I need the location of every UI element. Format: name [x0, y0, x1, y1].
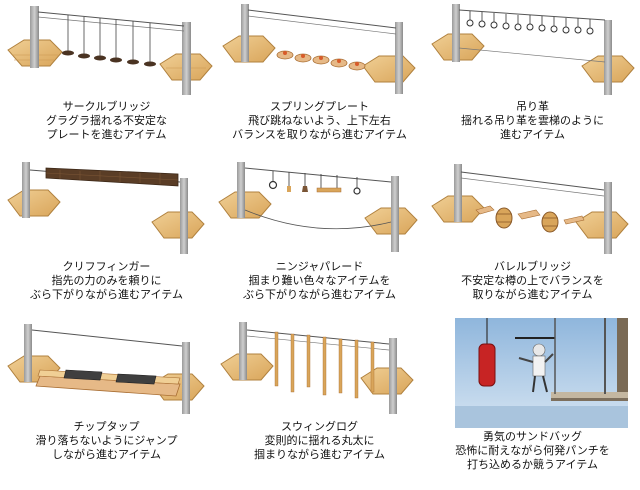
chip-tap-illustration [7, 324, 205, 414]
item-desc-line: グラグラ揺れる不安定な [46, 114, 167, 127]
circle-bridge-caption: サークルブリッジ グラグラ揺れる不安定な プレートを進むアイテム [0, 100, 213, 142]
item-sandbag: 勇気のサンドバッグ 恐怖に耐えながら何発パンチを 打ち込めるか競うアイテム [426, 330, 639, 490]
swing-log-illustration [220, 322, 414, 414]
item-title: ニンジャパレード [275, 260, 364, 273]
item-desc-line: 不安定な樽の上でバランスを [461, 274, 604, 287]
item-cliff-finger: クリフフィンガー 指先の力のみを頼りに ぶら下がりながら進むアイテム [0, 160, 213, 320]
item-circle-bridge: サークルブリッジ グラグラ揺れる不安定な プレートを進むアイテム [0, 0, 213, 160]
item-title: スプリングプレート [270, 100, 369, 113]
barrel-bridge-caption: バレルブリッジ 不安定な樽の上でバランスを 取りながら進むアイテム [426, 260, 639, 302]
sandbag-caption: 勇気のサンドバッグ 恐怖に耐えながら何発パンチを 打ち込めるか競うアイテム [426, 430, 639, 472]
item-chip-tap: チップタップ 滑り落ちないようにジャンプ しながら進むアイテム [0, 320, 213, 480]
item-desc-line: 飛び跳ねないよう、上下左右 [248, 114, 391, 127]
item-desc-line: 変則的に揺れる丸太に [264, 434, 375, 447]
item-desc-line: 恐怖に耐えながら何発パンチを [455, 444, 610, 457]
item-desc-line: 指先の力のみを頼りに [51, 274, 162, 287]
item-spring-plate: スプリングプレート 飛び跳ねないよう、上下左右 バランスを取りながら進むアイテム [213, 0, 426, 160]
item-desc-line: ぶら下がりながら進むアイテム [30, 288, 183, 301]
item-desc-line: 揺れる吊り革を雲梯のように [461, 114, 604, 127]
cliff-finger-caption: クリフフィンガー 指先の力のみを頼りに ぶら下がりながら進むアイテム [0, 260, 213, 302]
item-desc-line: 取りながら進むアイテム [472, 288, 593, 301]
barrel-bridge-illustration [431, 164, 629, 254]
item-desc-line: 掴まりながら進むアイテム [254, 448, 385, 461]
item-desc-line: しながら進むアイテム [52, 448, 161, 461]
item-hanging-straps: 吊り革 揺れる吊り革を雲梯のように 進むアイテム [426, 0, 639, 160]
item-title: サークルブリッジ [62, 100, 151, 113]
item-desc-line: 打ち込めるか競うアイテム [467, 458, 598, 471]
item-title: 吊り革 [516, 100, 549, 113]
swing-log-caption: スウィングログ 変則的に揺れる丸太に 掴まりながら進むアイテム [213, 420, 426, 462]
item-desc-line: 滑り落ちないようにジャンプ [35, 434, 178, 447]
item-desc-line: プレートを進むアイテム [46, 128, 167, 141]
ninja-parade-illustration [218, 162, 418, 252]
item-barrel-bridge: バレルブリッジ 不安定な樽の上でバランスを 取りながら進むアイテム [426, 160, 639, 320]
item-title: 勇気のサンドバッグ [483, 430, 582, 443]
cliff-finger-illustration [7, 162, 205, 254]
item-desc-line: バランスを取りながら進むアイテム [232, 128, 407, 141]
item-ninja-parade: ニンジャパレード 掴まり難い色々なアイテムを ぶら下がりながら進むアイテム [213, 160, 426, 320]
item-desc-line: 進むアイテム [500, 128, 565, 141]
circle-bridge-illustration [7, 6, 213, 95]
hanging-straps-illustration [431, 4, 635, 95]
item-desc-line: ぶら下がりながら進むアイテム [243, 288, 396, 301]
sandbag-photo [455, 318, 628, 428]
item-swing-log: スウィングログ 変則的に揺れる丸太に 掴まりながら進むアイテム [213, 320, 426, 480]
hanging-straps-caption: 吊り革 揺れる吊り革を雲梯のように 進むアイテム [426, 100, 639, 142]
item-title: バレルブリッジ [494, 260, 571, 273]
item-title: クリフフィンガー [62, 260, 151, 273]
spring-plate-illustration [222, 4, 416, 94]
item-title: チップタップ [73, 420, 140, 433]
ninja-parade-caption: ニンジャパレード 掴まり難い色々なアイテムを ぶら下がりながら進むアイテム [213, 260, 426, 302]
item-title: スウィングログ [281, 420, 358, 433]
chip-tap-caption: チップタップ 滑り落ちないようにジャンプ しながら進むアイテム [0, 420, 213, 462]
item-desc-line: 掴まり難い色々なアイテムを [248, 274, 391, 287]
spring-plate-caption: スプリングプレート 飛び跳ねないよう、上下左右 バランスを取りながら進むアイテム [213, 100, 426, 142]
